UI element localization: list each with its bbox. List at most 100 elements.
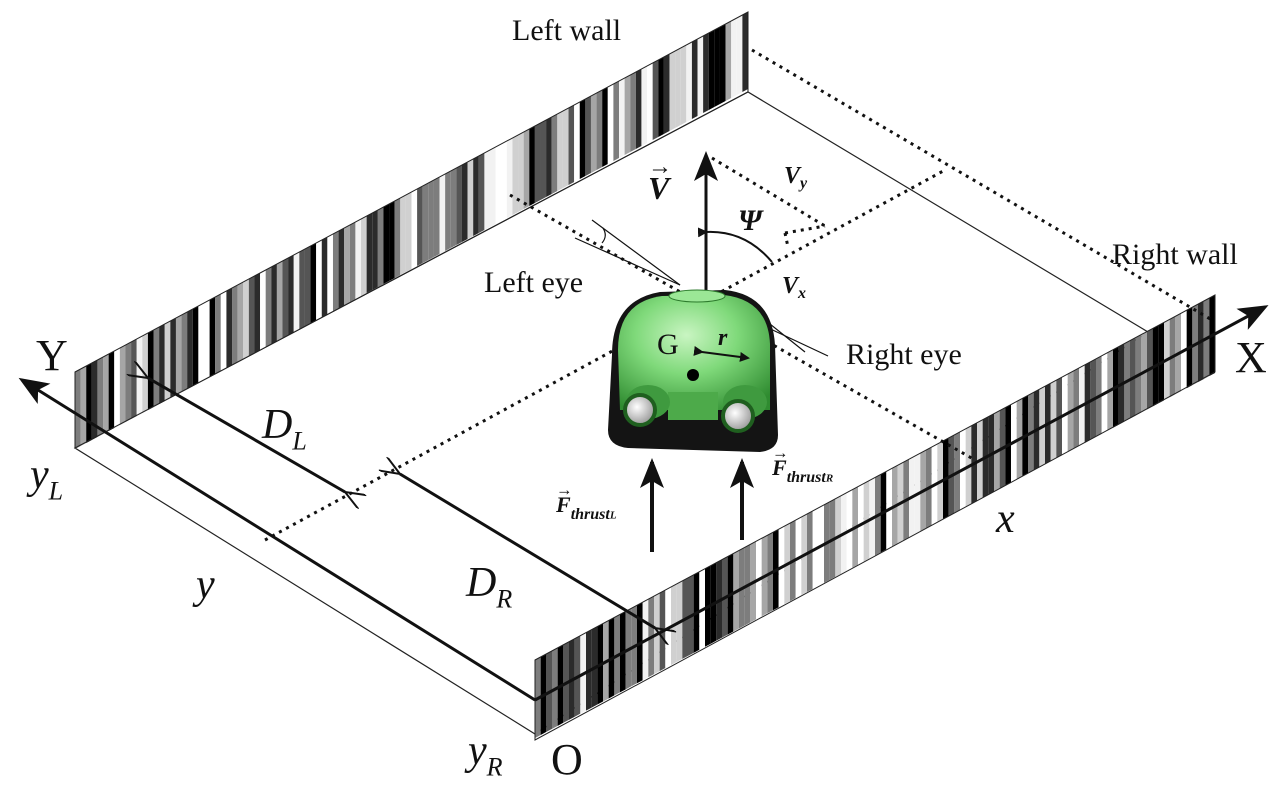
y-axis-label: Y <box>36 331 68 380</box>
yl-label: yL <box>30 452 64 506</box>
dr-label: DR <box>466 560 513 614</box>
dl-label: DL <box>262 402 307 456</box>
wall-stripe <box>506 138 513 218</box>
wall-stripe <box>220 291 227 371</box>
right-wall <box>534 294 1216 741</box>
wall-stripe <box>590 93 597 173</box>
wall-stripe <box>456 165 462 245</box>
wall-stripe <box>232 285 238 365</box>
wall-stripe <box>209 297 216 377</box>
wall-stripe <box>383 204 390 284</box>
wall-stripe <box>719 24 726 104</box>
wall-stripe <box>439 174 446 254</box>
wall-stripe <box>647 63 653 143</box>
wall-stripe <box>86 363 92 443</box>
wall-stripe <box>327 234 333 314</box>
wall-stripe <box>366 213 373 293</box>
wall-stripe <box>546 117 552 197</box>
wall-stripe <box>478 153 485 233</box>
x-distance-label: x <box>996 496 1015 542</box>
wall-stripe <box>512 135 519 215</box>
wall-stripe <box>265 267 272 347</box>
velocity-label: V <box>648 155 670 204</box>
wall-stripe <box>529 126 535 206</box>
wall-stripe <box>215 294 221 374</box>
wall-stripe <box>310 243 317 323</box>
wall-stripe <box>192 306 199 386</box>
wall-stripe <box>243 279 249 359</box>
wall-stripe <box>147 330 154 410</box>
wall-stripe <box>736 15 743 95</box>
right-eye-label: Right eye <box>846 338 962 371</box>
wall-stripe <box>304 246 311 326</box>
left-eye-label: Left eye <box>484 266 584 299</box>
wall-stripe <box>619 78 625 158</box>
wall-stripe <box>355 219 362 299</box>
left-wall-label: Left wall <box>512 14 622 47</box>
dl-arrow <box>148 378 345 492</box>
wall-stripe <box>641 66 648 146</box>
wall-stripe <box>613 81 620 161</box>
right-wall-label: Right wall <box>1112 238 1238 271</box>
wall-stripe <box>260 270 266 350</box>
wall-stripe <box>557 111 563 191</box>
wall-stripe <box>349 222 356 302</box>
wall-stripe <box>288 255 294 335</box>
wall-stripe <box>394 198 401 278</box>
wall-stripe <box>708 30 715 110</box>
wall-stripe <box>663 54 670 134</box>
wall-stripe <box>596 90 603 170</box>
wall-stripe <box>574 102 580 182</box>
wall-stripe <box>562 108 569 188</box>
wall-stripe <box>377 207 384 287</box>
wall-stripe <box>607 84 614 164</box>
wall-stripe <box>433 177 440 257</box>
wall-stripe <box>703 33 709 113</box>
wall-stripe <box>602 87 608 167</box>
wall-stripe <box>75 369 81 449</box>
wall-stripe <box>131 339 137 419</box>
wall-stripe <box>490 147 496 227</box>
left-wall-stripes <box>75 12 748 449</box>
thrust-right-label: FthrustR <box>772 445 833 486</box>
wall-stripe <box>686 42 692 122</box>
wall-stripe <box>680 45 687 125</box>
wall-stripe <box>495 144 502 224</box>
wall-stripe <box>316 240 322 320</box>
wall-stripe <box>226 288 233 368</box>
wall-stripe <box>714 27 720 107</box>
wall-stripe <box>237 282 244 362</box>
wall-stripe <box>540 120 547 200</box>
wall-stripe <box>332 231 339 311</box>
wall-stripe <box>293 252 300 332</box>
wall-stripe <box>125 342 132 422</box>
wall-stripe <box>691 39 698 119</box>
wall-stripe <box>361 216 367 296</box>
wall-stripe <box>652 60 659 140</box>
wall-stripe <box>467 159 474 239</box>
wall-stripe <box>153 327 160 407</box>
radius-label: r <box>718 325 728 351</box>
wall-stripe <box>445 171 451 251</box>
origin-label: O <box>551 735 583 784</box>
wall-stripe <box>428 180 434 260</box>
wall-stripe <box>523 129 530 209</box>
wall-stripe <box>473 156 479 236</box>
wall-stripe <box>551 114 558 194</box>
wall-stripe <box>97 357 104 437</box>
robot <box>608 289 778 452</box>
wall-stripe <box>159 324 165 404</box>
wall-stripe <box>91 360 98 440</box>
wall-stripe <box>484 150 491 230</box>
wall-stripe <box>344 225 350 305</box>
wall-stripe <box>742 12 748 92</box>
wall-stripe <box>697 36 704 116</box>
y-distance-label: y <box>196 562 215 608</box>
wall-stripe <box>248 276 255 356</box>
wall-stripe <box>119 345 126 425</box>
wall-stripe <box>271 264 277 344</box>
wall-stripe <box>669 51 676 131</box>
wall-stripe <box>585 96 591 176</box>
